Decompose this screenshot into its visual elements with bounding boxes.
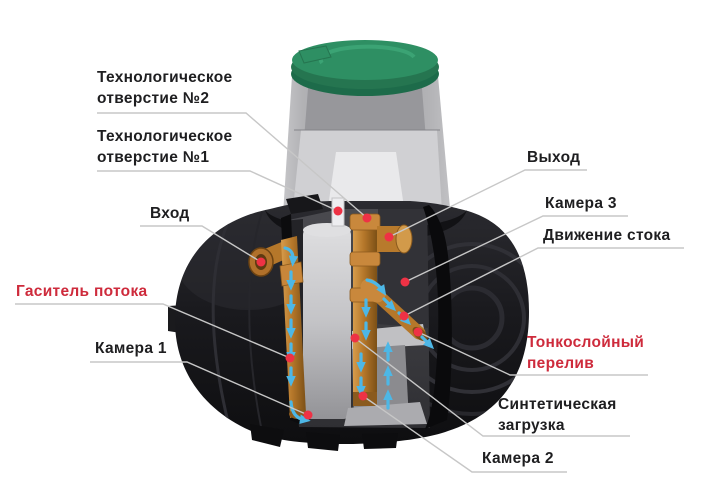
callout-dot bbox=[303, 410, 313, 420]
label-chamber-2: Камера 2 bbox=[482, 450, 554, 467]
callout-dot bbox=[400, 277, 410, 287]
callout-dot bbox=[256, 257, 266, 267]
leader-lines bbox=[15, 112, 684, 473]
label-tech-opening-1: Технологическое отверстие №1 bbox=[97, 126, 232, 168]
label-chamber-1: Камера 1 bbox=[95, 340, 167, 357]
label-synthetic-media: Синтетическая загрузка bbox=[498, 394, 617, 436]
callout-dot bbox=[362, 213, 372, 223]
callout-dots bbox=[256, 206, 423, 420]
callout-dot bbox=[350, 333, 360, 343]
callout-dot bbox=[399, 311, 409, 321]
callout-dot bbox=[285, 353, 295, 363]
callout-dot bbox=[358, 391, 368, 401]
callout-dot bbox=[333, 206, 343, 216]
tank-lid bbox=[291, 40, 439, 96]
label-flow-damper: Гаситель потока bbox=[16, 283, 148, 300]
label-line: загрузка bbox=[498, 417, 565, 434]
label-line: Технологическое bbox=[97, 128, 233, 145]
callout-dot bbox=[413, 327, 423, 337]
label-chamber-3: Камера 3 bbox=[545, 195, 617, 212]
collar-handle bbox=[286, 194, 323, 214]
label-thin-layer-overflow: Тонкослойный перелив bbox=[527, 332, 644, 374]
label-flow-movement: Движение стока bbox=[543, 227, 671, 244]
label-inlet: Вход bbox=[150, 205, 190, 222]
tank-feet bbox=[250, 424, 398, 451]
label-line: отверстие №2 bbox=[97, 90, 210, 107]
label-line: Технологическое bbox=[97, 69, 233, 86]
label-line: отверстие №1 bbox=[97, 149, 210, 166]
interior-floor bbox=[344, 402, 427, 426]
label-line: Тонкослойный bbox=[527, 334, 645, 351]
label-tech-opening-2: Технологическое отверстие №2 bbox=[97, 67, 232, 109]
label-line: Синтетическая bbox=[498, 396, 617, 413]
label-line: перелив bbox=[527, 355, 595, 372]
label-outlet: Выход bbox=[527, 149, 581, 166]
inner-cylinder-wall bbox=[303, 227, 351, 419]
cut-edge-right bbox=[423, 205, 452, 429]
callout-dot bbox=[384, 232, 394, 242]
